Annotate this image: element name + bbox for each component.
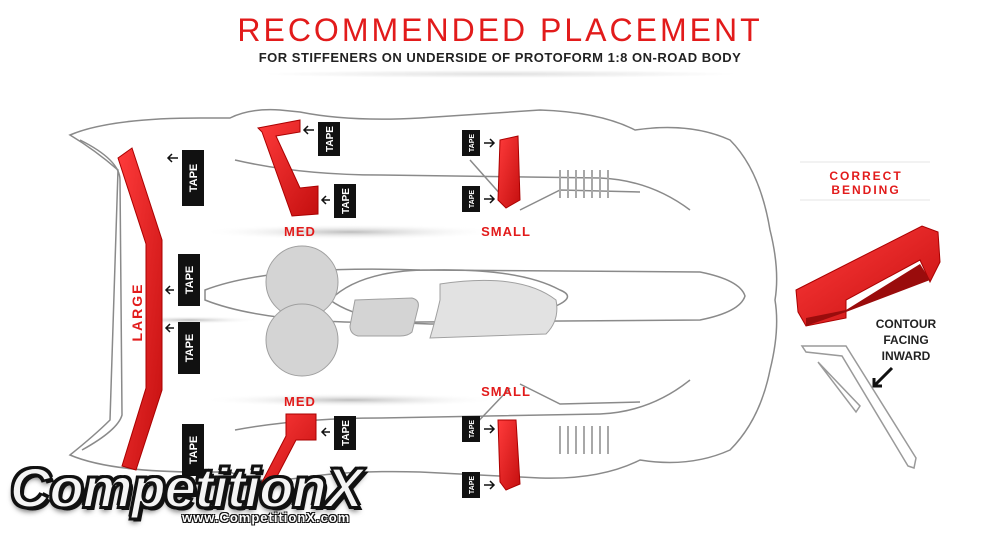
svg-text:TAPE: TAPE <box>469 420 476 438</box>
svg-text:INWARD: INWARD <box>882 349 931 363</box>
cockpit-cutouts <box>265 245 558 377</box>
svg-text:TAPE: TAPE <box>341 188 352 214</box>
page-title: RECOMMENDED PLACEMENT <box>237 12 763 48</box>
tape-tag-large-top: TAPE <box>166 150 204 206</box>
label-med-bottom: MED <box>284 394 316 409</box>
header-divider <box>260 70 740 78</box>
tape-tag-med-top-2: TAPE <box>320 184 356 218</box>
tape-tag-large-mid-bottom: TAPE <box>164 322 200 374</box>
tape-tag-med-bottom: TAPE <box>320 416 356 450</box>
watermark-url: www.CompetitionX.com <box>182 510 351 525</box>
contour-profile-outline <box>800 345 917 469</box>
label-small-bottom: SMALL <box>481 384 531 399</box>
svg-text:TAPE: TAPE <box>469 134 476 152</box>
tape-tag-small-bottom-1: TAPE <box>462 416 496 442</box>
watermark-logo: CompetitionX <box>9 455 364 520</box>
svg-text:TAPE: TAPE <box>469 476 476 494</box>
tape-tag-large-mid-top: TAPE <box>164 254 200 306</box>
vent-slots-bottom <box>559 426 609 454</box>
svg-text:TAPE: TAPE <box>188 164 200 193</box>
car-body-outline <box>68 108 778 482</box>
contour-label: CONTOUR FACING INWARD <box>876 317 937 363</box>
svg-text:TAPE: TAPE <box>341 420 352 446</box>
svg-text:TAPE: TAPE <box>469 190 476 208</box>
large-stiffener <box>117 147 163 471</box>
tape-tag-small-top-1: TAPE <box>462 130 496 156</box>
body-reflections <box>120 224 500 407</box>
med-stiffener-top <box>256 119 319 217</box>
svg-text:CONTOUR: CONTOUR <box>876 317 937 331</box>
contour-arrow-icon <box>872 366 894 388</box>
small-stiffener-bottom <box>497 419 521 491</box>
correct-bending-heading: CORRECT BENDING <box>800 161 930 201</box>
svg-text:BENDING: BENDING <box>831 183 900 197</box>
label-small-top: SMALL <box>481 224 531 239</box>
svg-text:TAPE: TAPE <box>184 266 196 295</box>
label-large: LARGE <box>129 283 145 342</box>
vent-slots-top <box>559 170 609 198</box>
label-med-top: MED <box>284 224 316 239</box>
tape-tag-med-top-1: TAPE <box>302 122 340 156</box>
tape-tag-small-bottom-2: TAPE <box>462 472 496 498</box>
svg-text:TAPE: TAPE <box>188 436 200 465</box>
svg-text:FACING: FACING <box>883 333 928 347</box>
svg-text:CORRECT: CORRECT <box>829 169 902 183</box>
tape-tag-small-top-2: TAPE <box>462 186 496 212</box>
svg-text:TAPE: TAPE <box>184 334 196 363</box>
bent-stiffener-3d <box>795 225 941 327</box>
small-stiffener-top <box>497 135 521 209</box>
svg-text:TAPE: TAPE <box>325 126 336 152</box>
med-stiffener-bottom <box>259 413 317 487</box>
bent-stiffener-shadow <box>806 264 930 326</box>
watermark: CompetitionX www.CompetitionX.com <box>9 455 410 535</box>
page-subtitle: FOR STIFFENERS ON UNDERSIDE OF PROTOFORM… <box>258 50 742 65</box>
tape-tag-large-bottom: TAPE <box>182 424 204 476</box>
